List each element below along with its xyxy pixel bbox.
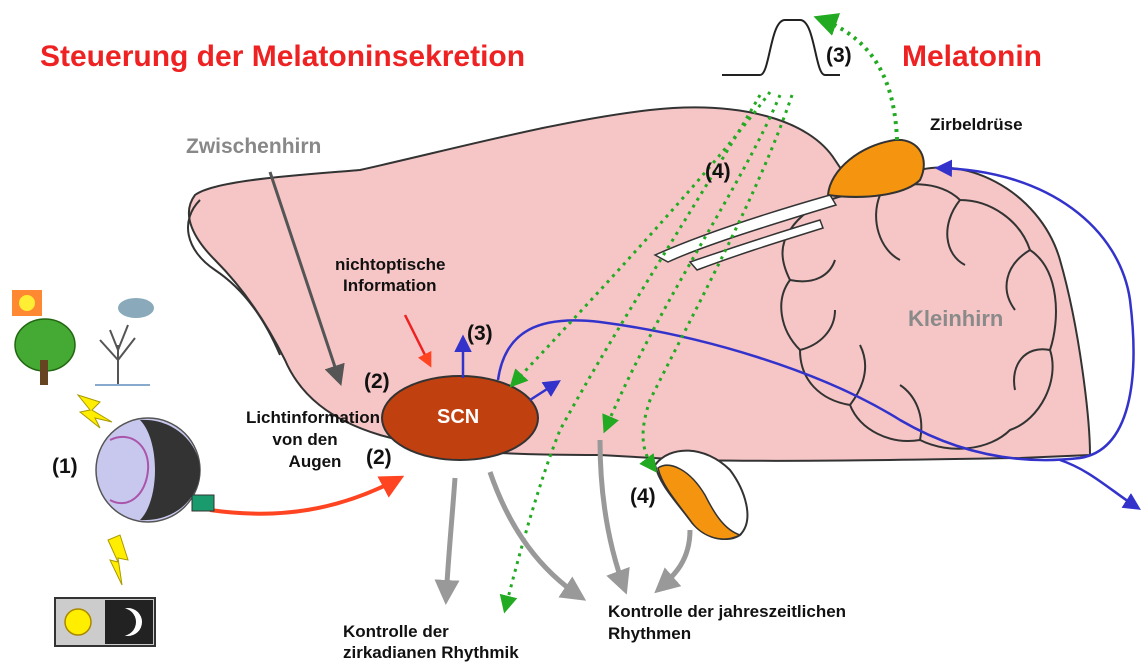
output-arrow-zirk (446, 478, 455, 600)
marker-2-scn: (2) (364, 370, 390, 394)
label-licht-3: Augen (260, 452, 370, 472)
title-right: Melatonin (902, 40, 1042, 75)
marker-4-top: (4) (705, 160, 731, 184)
melatonin-pulse-curve (722, 20, 840, 75)
winter-tree-icon (95, 298, 154, 385)
lightning-icon-lower (108, 535, 128, 585)
pineal-gland (828, 140, 924, 197)
light-arrow (210, 478, 400, 514)
label-licht-2: von den (250, 430, 360, 450)
label-zirbeldruese: Zirbeldrüse (930, 115, 1023, 135)
label-kleinhirn: Kleinhirn (908, 306, 1003, 331)
label-scn: SCN (437, 406, 479, 429)
melatonin-path-to-top (818, 18, 897, 140)
neural-path-branch (1060, 460, 1138, 508)
label-licht-1: Lichtinformation (238, 408, 388, 428)
output-arrow-jahr-mid (600, 440, 625, 590)
label-kontrolle-jahr-2: Rhythmen (608, 624, 691, 644)
output-arrow-jahr-scn (490, 472, 582, 598)
label-kontrolle-jahr-1: Kontrolle der jahreszeitlichen (608, 602, 846, 622)
output-arrow-jahr-pit (658, 530, 690, 590)
label-nichtoptische: nichtoptische (335, 255, 446, 275)
eye-icon (96, 418, 214, 522)
marker-3-top: (3) (826, 44, 852, 68)
marker-3-scn: (3) (467, 322, 493, 346)
label-zwischenhirn: Zwischenhirn (186, 135, 321, 159)
marker-4-bottom: (4) (630, 485, 656, 509)
sun-icon (12, 290, 42, 316)
label-information: Information (343, 276, 437, 296)
day-night-icon (55, 598, 155, 646)
marker-2-eye: (2) (366, 446, 392, 470)
marker-1: (1) (52, 455, 78, 479)
label-kontrolle-zirk-2: zirkadianen Rhythmik (343, 643, 519, 663)
summer-tree-icon (15, 319, 75, 385)
lightning-icon (78, 395, 112, 428)
label-kontrolle-zirk-1: Kontrolle der (343, 622, 449, 642)
title-left: Steuerung der Melatoninsekretion (40, 40, 525, 75)
